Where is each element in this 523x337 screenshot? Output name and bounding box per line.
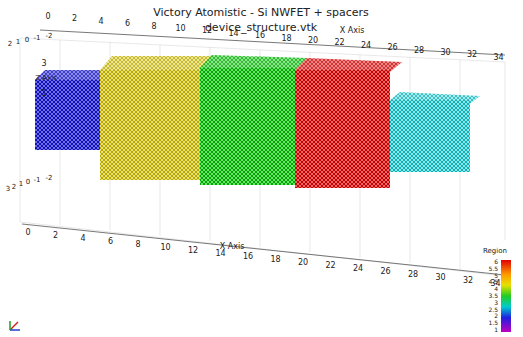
colorbar-tick: 2 <box>494 313 498 319</box>
axis-tick: -2 <box>46 33 53 40</box>
axis-tick: 24 <box>361 42 371 50</box>
colorbar-tick: 1 <box>494 327 498 333</box>
plot-title: Victory Atomistic - Si NWFET + spacers <box>153 7 369 18</box>
axis-tick: 30 <box>435 274 445 282</box>
axis-tick: 0 <box>45 13 50 21</box>
axis-tick: 1 <box>19 181 23 188</box>
axis-tick: 3 <box>41 60 46 68</box>
axis-tick: 2 <box>12 184 16 191</box>
axis-tick: 32 <box>463 277 473 285</box>
axis-tick: 2 <box>8 41 12 48</box>
axis-title: X Axis <box>340 27 365 35</box>
axis-tick: 4 <box>80 235 85 243</box>
axis-tick: 2 <box>53 232 58 240</box>
axis-tick: 28 <box>414 47 424 55</box>
axis-tick: 1 <box>41 90 46 98</box>
axis-tick: 18 <box>270 256 280 264</box>
colorbar-tick: 3.5 <box>488 293 498 299</box>
axis-tick: -2 <box>46 175 53 182</box>
axis-tick: 24 <box>353 265 363 273</box>
axis-tick: 22 <box>334 39 344 47</box>
axis-tick: 32 <box>467 51 477 59</box>
axis-tick: 16 <box>255 32 265 40</box>
axis-tick: 4 <box>98 18 103 26</box>
axis-tick: 34 <box>493 54 503 62</box>
axis-title: X Axis <box>220 243 245 251</box>
colorbar <box>501 260 511 332</box>
file-name: device_structure.vtk <box>205 22 317 33</box>
axis-tick: 22 <box>325 262 335 270</box>
axis-tick: 26 <box>387 44 397 52</box>
axis-title: Z Axis <box>35 75 57 82</box>
axis-tick: 10 <box>160 244 170 252</box>
colorbar-tick: 3 <box>494 300 498 306</box>
axis-tick: 30 <box>440 49 450 57</box>
axis-tick: 1 <box>16 39 20 46</box>
axis-tick: 2 <box>72 15 77 23</box>
axis-tick: 0 <box>25 229 30 237</box>
colorbar-tick: 4 <box>494 286 498 292</box>
axis-tick: 8 <box>135 241 140 249</box>
orientation-icon <box>10 321 20 330</box>
axis-lines <box>22 30 505 275</box>
axis-tick: 12 <box>202 27 212 35</box>
axis-tick: 20 <box>308 37 318 45</box>
atom-regions <box>35 55 480 188</box>
axis-tick: 6 <box>108 238 113 246</box>
axis-tick: 14 <box>228 30 238 38</box>
axis-tick: 28 <box>408 271 418 279</box>
colorbar-tick: 5 <box>494 273 498 279</box>
colorbar-tick: 5.5 <box>488 266 498 272</box>
colorbar-tick: 6 <box>494 259 498 265</box>
axis-tick: 18 <box>281 35 291 43</box>
axis-tick: 6 <box>125 20 130 28</box>
axis-tick: 14 <box>215 250 225 258</box>
axis-tick: -1 <box>34 35 41 42</box>
axis-tick: -1 <box>34 177 41 184</box>
axis-tick: 3 <box>6 186 10 193</box>
axis-tick: 10 <box>175 25 185 33</box>
colorbar-tick: 1.5 <box>488 320 498 326</box>
grid-lines <box>20 38 505 276</box>
axis-tick: 12 <box>188 247 198 255</box>
axis-tick: 8 <box>151 23 156 31</box>
axis-tick: 0 <box>25 37 29 44</box>
colorbar-title: Region <box>483 248 507 255</box>
colorbar-tick: 4.5 <box>488 279 498 285</box>
axis-tick: 0 <box>26 179 30 186</box>
colorbar-tick: 2.5 <box>488 307 498 313</box>
axis-tick: 26 <box>380 268 390 276</box>
axis-tick: 20 <box>298 259 308 267</box>
axis-tick: 16 <box>243 253 253 261</box>
